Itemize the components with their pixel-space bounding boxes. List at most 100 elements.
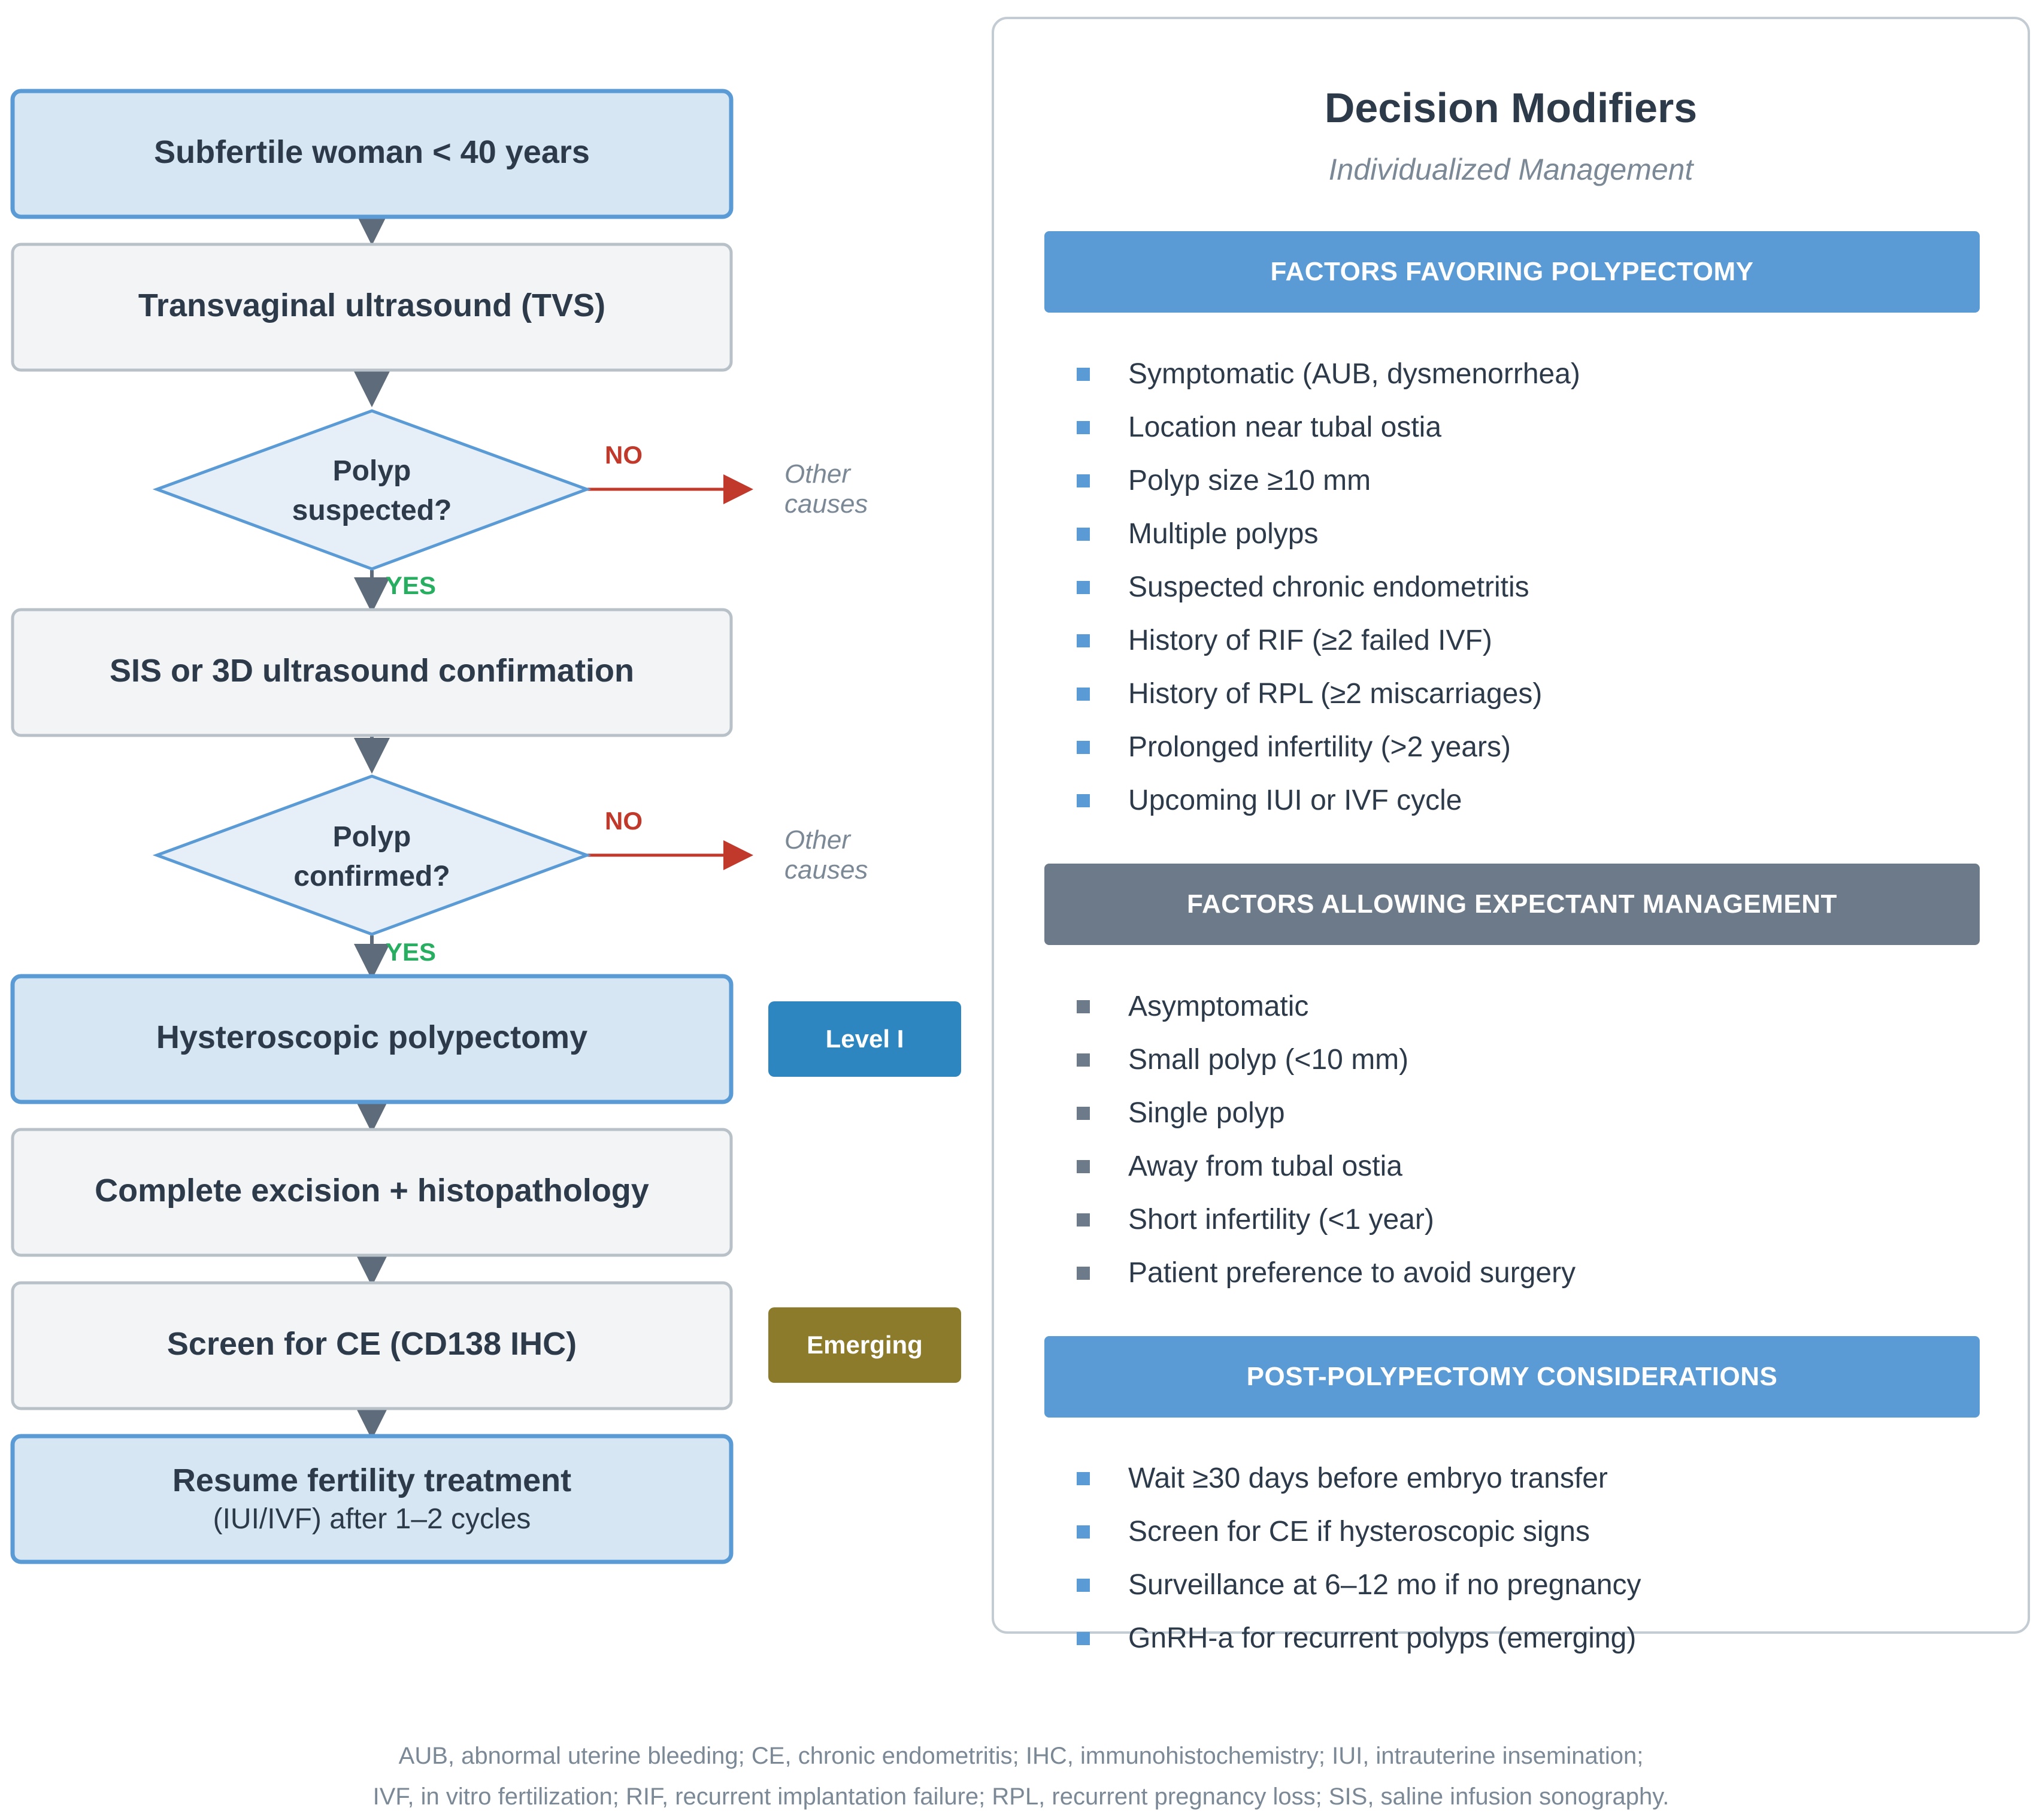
- list-item: Single polyp: [1044, 1086, 1980, 1140]
- node-polypectomy-label: Hysteroscopic polypectomy: [156, 1019, 587, 1055]
- list-item-label: Short infertility (<1 year): [1128, 1204, 1434, 1235]
- square-bullet-icon: [1077, 474, 1090, 487]
- list-item: GnRH-a for recurrent polyps (emerging): [1044, 1612, 1980, 1665]
- list-item: Prolonged infertility (>2 years): [1044, 720, 1980, 774]
- list-item-label: Prolonged infertility (>2 years): [1128, 731, 1511, 763]
- list-item: Wait ≥30 days before embryo transfer: [1044, 1452, 1980, 1505]
- square-bullet-icon: [1077, 368, 1090, 381]
- list-expectant-management: Asymptomatic Small polyp (<10 mm) Single…: [1044, 980, 1980, 1300]
- node-polypectomy: [10, 974, 734, 1104]
- panel-title: Decision Modifiers: [1324, 84, 1698, 131]
- section-header-expectant-management: FACTORS ALLOWING EXPECTANT MANAGEMENT: [1044, 864, 1980, 945]
- square-bullet-icon: [1077, 528, 1090, 541]
- square-bullet-icon: [1077, 1579, 1090, 1592]
- square-bullet-icon: [1077, 1525, 1090, 1539]
- yes-label-1: YES: [386, 571, 436, 599]
- list-item: Small polyp (<10 mm): [1044, 1033, 1980, 1086]
- decision-polyp-suspected-line2: suspected?: [292, 495, 452, 526]
- list-item: Asymptomatic: [1044, 980, 1980, 1033]
- list-item: Upcoming IUI or IVF cycle: [1044, 774, 1980, 827]
- list-item: Location near tubal ostia: [1044, 401, 1980, 454]
- list-item-label: Symptomatic (AUB, dysmenorrhea): [1128, 358, 1580, 390]
- node-excision: [11, 1128, 733, 1257]
- node-resume: [10, 1434, 734, 1564]
- other-causes-2-line1: Other: [784, 825, 852, 855]
- list-item: Multiple polyps: [1044, 507, 1980, 561]
- list-item: Short infertility (<1 year): [1044, 1193, 1980, 1246]
- other-causes-1-line2: causes: [784, 489, 868, 519]
- section-header-post-polypectomy: POST-POLYPECTOMY CONSIDERATIONS: [1044, 1336, 1980, 1418]
- list-item-label: Surveillance at 6–12 mo if no pregnancy: [1128, 1569, 1641, 1601]
- decision-polyp-confirmed: [152, 774, 592, 936]
- node-resume-label: Resume fertility treatment: [172, 1462, 571, 1498]
- list-item-label: History of RIF (≥2 failed IVF): [1128, 625, 1492, 656]
- decision-polyp-confirmed-line1: Polyp: [333, 821, 411, 853]
- list-item-label: Location near tubal ostia: [1128, 411, 1442, 443]
- list-item: History of RPL (≥2 miscarriages): [1044, 667, 1980, 720]
- decision-polyp-suspected-line1: Polyp: [333, 455, 411, 487]
- list-item-label: GnRH-a for recurrent polyps (emerging): [1128, 1622, 1637, 1654]
- list-item-label: Wait ≥30 days before embryo transfer: [1128, 1462, 1608, 1494]
- square-bullet-icon: [1077, 1000, 1090, 1013]
- square-bullet-icon: [1077, 1472, 1090, 1485]
- list-item: Polyp size ≥10 mm: [1044, 454, 1980, 507]
- node-confirmation-label: SIS or 3D ultrasound confirmation: [110, 653, 634, 689]
- list-item-label: Upcoming IUI or IVF cycle: [1128, 785, 1462, 816]
- list-item-label: Suspected chronic endometritis: [1128, 571, 1529, 603]
- square-bullet-icon: [1077, 1053, 1090, 1067]
- square-bullet-icon: [1077, 1632, 1090, 1645]
- node-excision-label: Complete excision + histopathology: [95, 1173, 649, 1209]
- list-item-label: Small polyp (<10 mm): [1128, 1044, 1409, 1076]
- square-bullet-icon: [1077, 421, 1090, 434]
- list-post-polypectomy: Wait ≥30 days before embryo transfer Scr…: [1044, 1452, 1980, 1665]
- list-item: Patient preference to avoid surgery: [1044, 1246, 1980, 1300]
- square-bullet-icon: [1077, 1107, 1090, 1120]
- panel-subtitle: Individualized Management: [1328, 153, 1693, 186]
- square-bullet-icon: [1077, 634, 1090, 647]
- decision-polyp-confirmed-line2: confirmed?: [293, 861, 450, 892]
- other-causes-2-line2: causes: [784, 855, 868, 885]
- list-item-label: Asymptomatic: [1128, 991, 1309, 1022]
- square-bullet-icon: [1077, 1160, 1090, 1173]
- section-header-favoring-polypectomy: FACTORS FAVORING POLYPECTOMY: [1044, 231, 1980, 313]
- node-screen-label: Screen for CE (CD138 IHC): [167, 1326, 577, 1362]
- node-start-label: Subfertile woman < 40 years: [154, 134, 590, 170]
- yes-label-2: YES: [386, 938, 436, 966]
- list-item: Suspected chronic endometritis: [1044, 561, 1980, 614]
- node-resume-sublabel: (IUI/IVF) after 1–2 cycles: [213, 1503, 531, 1535]
- list-item-label: Away from tubal ostia: [1128, 1150, 1402, 1182]
- list-favoring-polypectomy: Symptomatic (AUB, dysmenorrhea) Location…: [1044, 347, 1980, 827]
- square-bullet-icon: [1077, 1213, 1090, 1227]
- list-item: Surveillance at 6–12 mo if no pregnancy: [1044, 1558, 1980, 1612]
- square-bullet-icon: [1077, 1267, 1090, 1280]
- list-item: Screen for CE if hysteroscopic signs: [1044, 1505, 1980, 1558]
- node-tvs-label: Transvaginal ultrasound (TVS): [138, 287, 605, 323]
- badge-level-i: [768, 1001, 961, 1077]
- list-item-label: History of RPL (≥2 miscarriages): [1128, 678, 1543, 710]
- footnote: AUB, abnormal uterine bleeding; CE, chro…: [0, 1736, 2042, 1817]
- square-bullet-icon: [1077, 741, 1090, 754]
- decision-modifiers-panel: Decision Modifiers Individualized Manage…: [992, 17, 2030, 1654]
- list-item: Away from tubal ostia: [1044, 1140, 1980, 1193]
- node-screen: [11, 1281, 733, 1410]
- decision-polyp-suspected: [152, 409, 592, 571]
- no-label-2: NO: [605, 807, 643, 835]
- node-start: [10, 89, 734, 219]
- other-causes-1-line1: Other: [784, 459, 852, 489]
- badge-emerging: [768, 1307, 961, 1383]
- badge-level-i-label: Level I: [826, 1025, 904, 1053]
- list-item-label: Single polyp: [1128, 1097, 1285, 1129]
- list-item-label: Multiple polyps: [1128, 518, 1319, 550]
- list-item-label: Screen for CE if hysteroscopic signs: [1128, 1516, 1590, 1548]
- square-bullet-icon: [1077, 581, 1090, 594]
- list-item: Symptomatic (AUB, dysmenorrhea): [1044, 347, 1980, 401]
- node-confirmation: [11, 608, 733, 737]
- badge-emerging-label: Emerging: [807, 1331, 923, 1359]
- flowchart: Subfertile woman < 40 years Transvaginal…: [10, 89, 961, 1564]
- list-item: History of RIF (≥2 failed IVF): [1044, 614, 1980, 667]
- node-tvs: [11, 243, 733, 372]
- footnote-line-1: AUB, abnormal uterine bleeding; CE, chro…: [398, 1743, 1644, 1769]
- square-bullet-icon: [1077, 688, 1090, 701]
- footnote-line-2: IVF, in vitro fertilization; RIF, recurr…: [372, 1783, 1670, 1810]
- list-item-label: Polyp size ≥10 mm: [1128, 465, 1371, 496]
